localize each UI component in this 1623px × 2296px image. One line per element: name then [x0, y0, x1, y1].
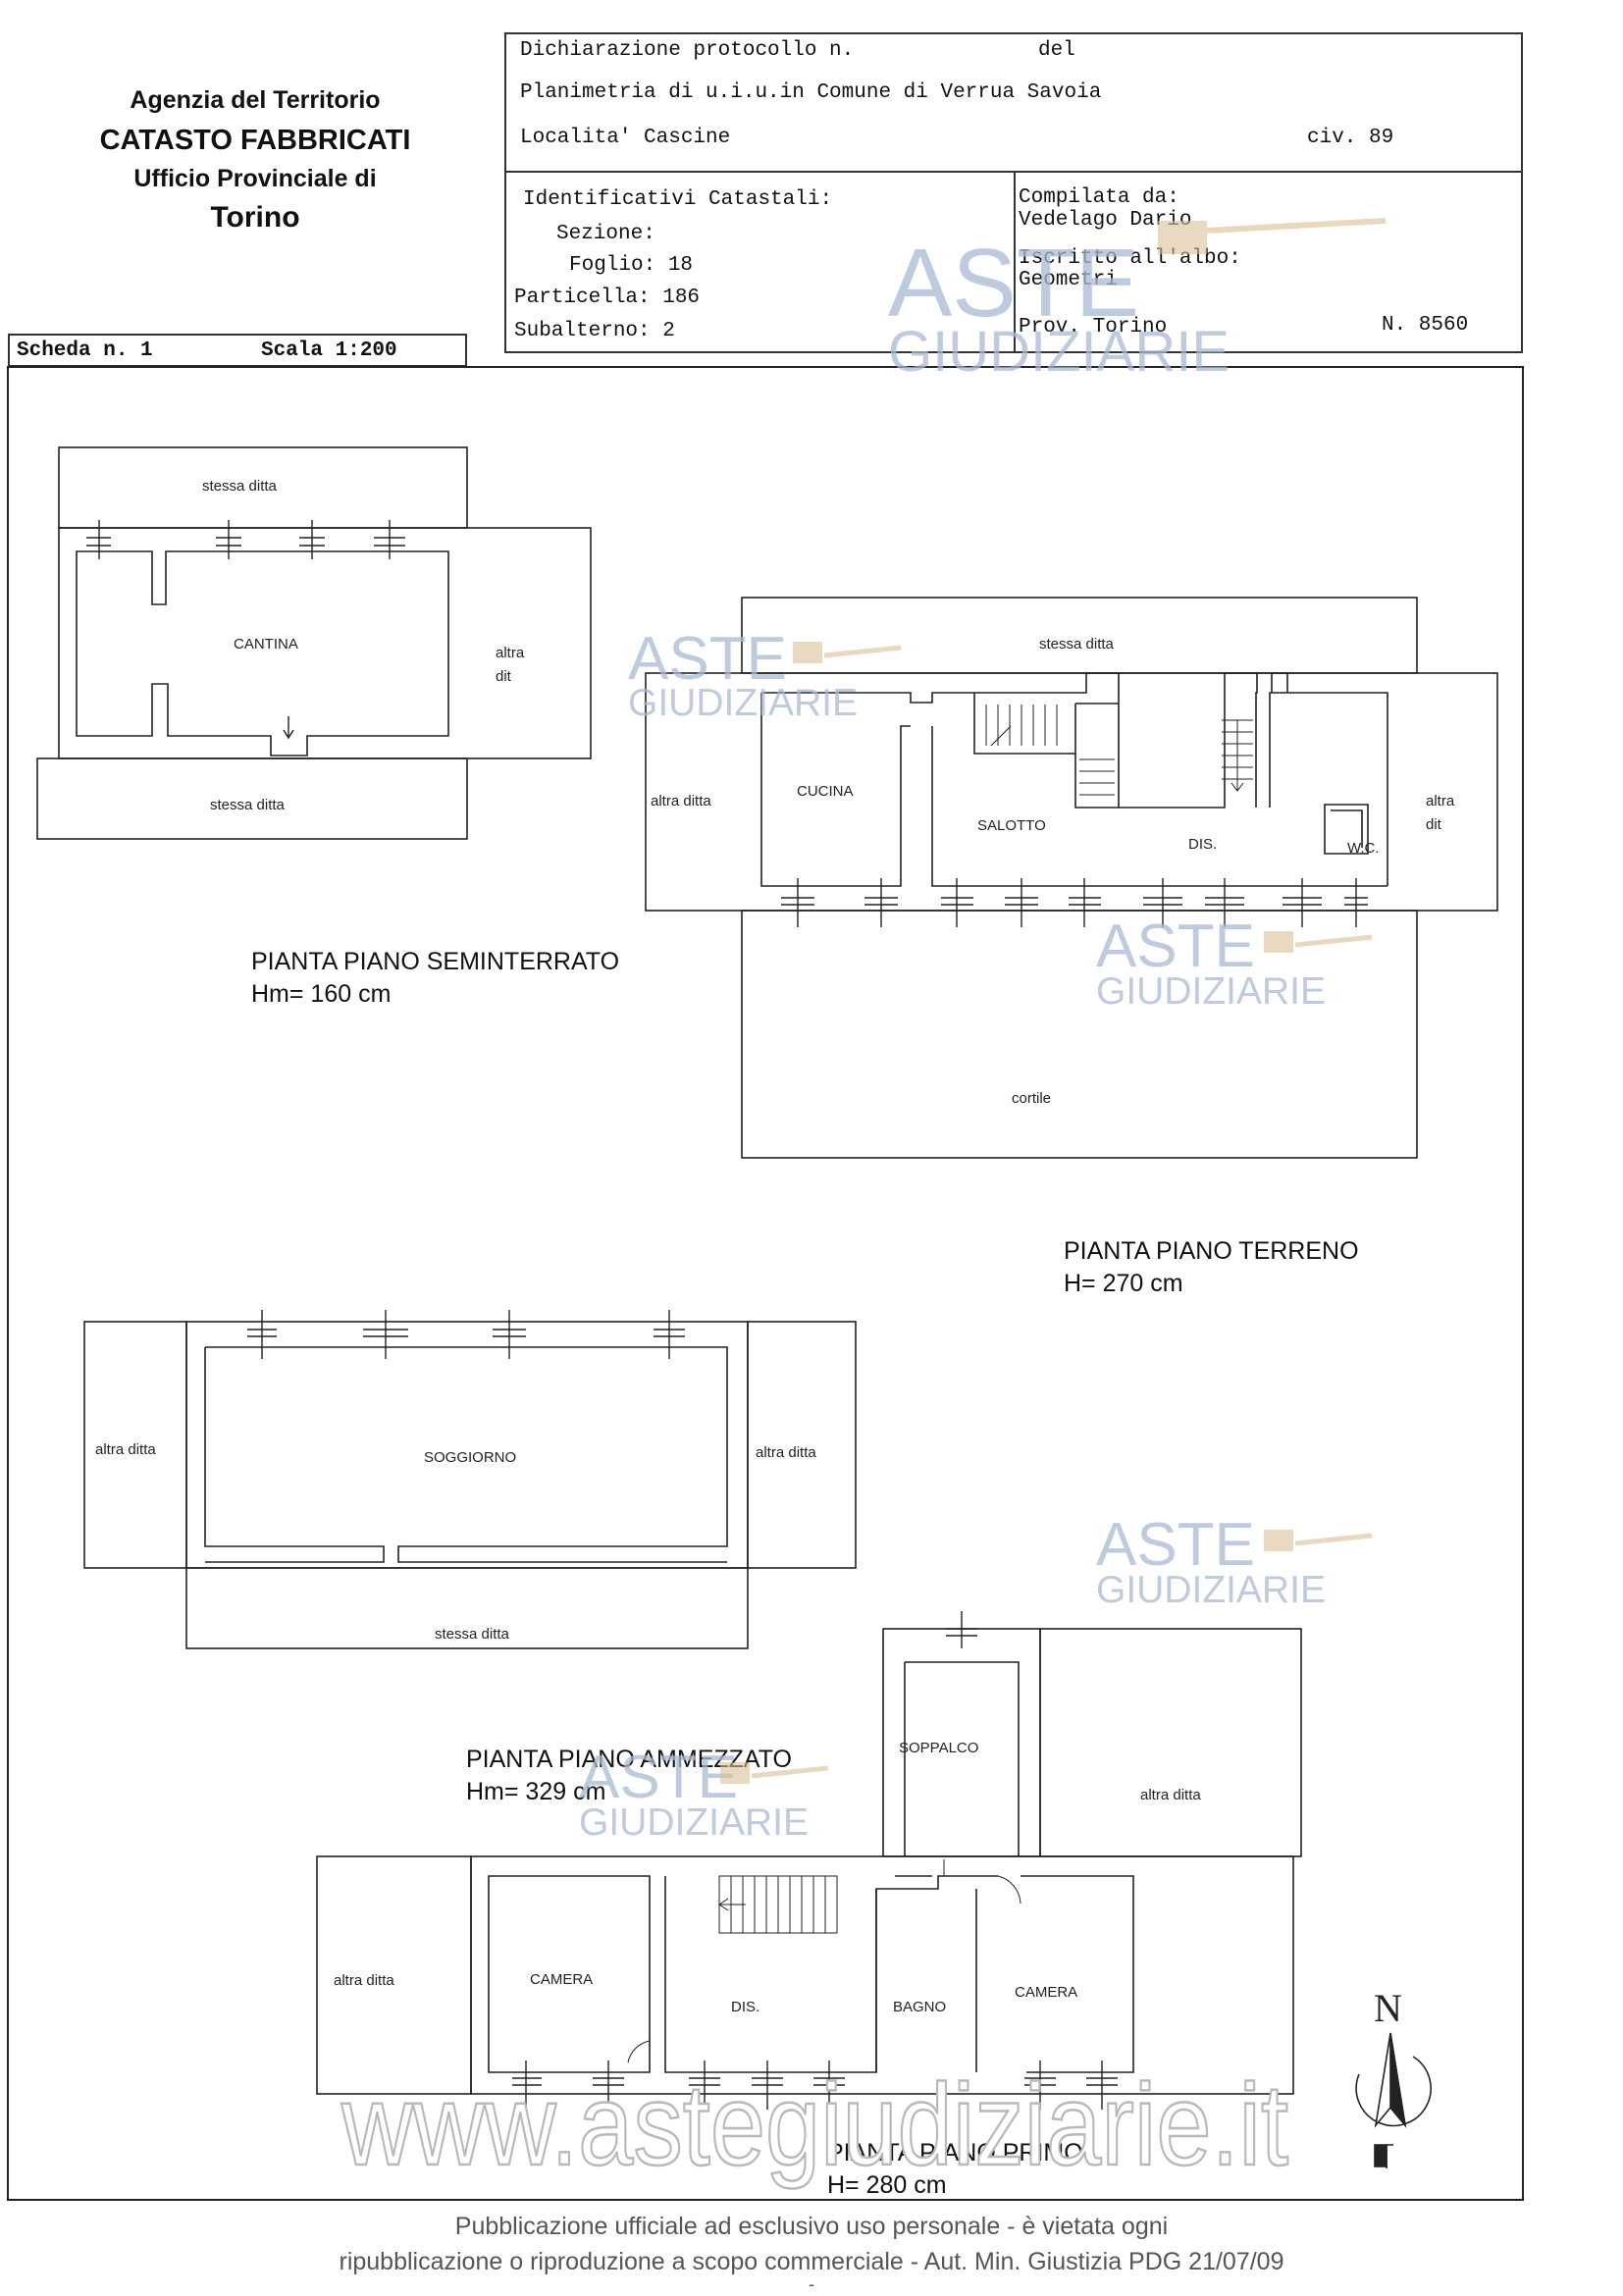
- height-terreno: H= 270 cm: [1064, 1270, 1183, 1297]
- label-camera-2: CAMERA: [1015, 1984, 1077, 2001]
- north-compass-icon: N: [1355, 1986, 1432, 2168]
- watermark-aste-3: ASTE GIUDIZIARIE: [1096, 913, 1373, 1013]
- scala-label: Scala 1:200: [261, 339, 397, 362]
- plan-seminterrato: [36, 446, 592, 840]
- label-camera-1: CAMERA: [530, 1971, 593, 1988]
- plan-primo: [316, 1611, 1302, 2110]
- svg-text:GIUDIZIARIE: GIUDIZIARIE: [579, 1801, 809, 1844]
- dichiarazione-label: Dichiarazione protocollo n.: [520, 39, 855, 62]
- sezione-label: Sezione:: [556, 223, 655, 245]
- svg-text:GIUDIZIARIE: GIUDIZIARIE: [1096, 1569, 1326, 1611]
- svg-text:GIUDIZIARIE: GIUDIZIARIE: [888, 320, 1230, 384]
- label-salotto: SALOTTO: [977, 817, 1046, 834]
- height-seminterrato: Hm= 160 cm: [251, 980, 391, 1008]
- label-soppalco: SOPPALCO: [899, 1740, 978, 1756]
- localita-label: Localita' Cascine: [520, 127, 731, 149]
- label-altra-ditta-5: altra ditta: [334, 1972, 394, 1989]
- svg-text:GIUDIZIARIE: GIUDIZIARIE: [628, 682, 858, 724]
- svg-text:ASTE: ASTE: [1096, 1511, 1255, 1579]
- catasto-title: CATASTO FABBRICATI: [99, 125, 411, 156]
- footer-dash: -: [809, 2274, 814, 2294]
- subalterno-label: Subalterno: 2: [514, 320, 675, 342]
- label-cantina: CANTINA: [234, 636, 298, 652]
- footer-line-2: ripubblicazione o riproduzione a scopo c…: [339, 2248, 1284, 2275]
- height-ammezzato: Hm= 329 cm: [466, 1778, 605, 1805]
- ufficio-city: Torino: [210, 201, 300, 234]
- label-stessa-ditta-2: stessa ditta: [210, 797, 286, 813]
- albo-value: Geometri: [1019, 269, 1118, 291]
- label-altra-1: altra: [496, 645, 525, 661]
- label-altra-ditta-2: altra ditta: [95, 1441, 156, 1458]
- foglio-label: Foglio: 18: [569, 254, 694, 277]
- sheet-border: [7, 366, 1524, 2201]
- footer-line-1: Pubblicazione ufficiale ad esclusivo uso…: [454, 2213, 1169, 2240]
- watermark-aste-5: ASTE GIUDIZIARIE: [579, 1744, 829, 1844]
- provincia-label: Prov. Torino: [1019, 316, 1168, 339]
- label-soggiorno: SOGGIORNO: [424, 1449, 516, 1466]
- title-primo: PIANTA PIANO PRIMO: [827, 2139, 1083, 2166]
- svg-text:ASTE: ASTE: [628, 625, 787, 693]
- compilata-label: Compilata da:: [1019, 186, 1179, 209]
- label-dis-1: DIS.: [1188, 836, 1217, 853]
- label-dit-2: dit: [1426, 816, 1442, 833]
- label-altra-ditta-3: altra ditta: [756, 1444, 816, 1461]
- label-bagno: BAGNO: [893, 1999, 946, 2015]
- plan-ammezzato: [83, 1310, 857, 1649]
- ufficio-label: Ufficio Provinciale di: [133, 165, 377, 192]
- height-primo: H= 280 cm: [827, 2171, 947, 2199]
- watermark-aste-4: ASTE GIUDIZIARIE: [1096, 1511, 1373, 1611]
- compiler-box: [1014, 173, 1523, 353]
- svg-text:GIUDIZIARIE: GIUDIZIARIE: [1096, 970, 1326, 1013]
- planimetria-label: Planimetria di u.i.u.in Comune di Verrua…: [520, 81, 1102, 104]
- declaration-box: [504, 32, 1523, 173]
- watermark-url: www.astegiudiziarie.it: [340, 2061, 1288, 2190]
- title-seminterrato: PIANTA PIANO SEMINTERRATO: [251, 948, 619, 975]
- label-dis-2: DIS.: [731, 1999, 759, 2015]
- agency-name: Agenzia del Territorio: [130, 86, 381, 114]
- label-cortile: cortile: [1012, 1090, 1051, 1107]
- svg-text:ASTE: ASTE: [1096, 913, 1255, 980]
- scheda-label: Scheda n. 1: [17, 339, 153, 362]
- label-stessa-ditta-3: stessa ditta: [1039, 636, 1115, 652]
- albo-number: N. 8560: [1382, 314, 1469, 337]
- label-altra-ditta-1: altra ditta: [651, 793, 711, 809]
- agency-header: Agenzia del Territorio CATASTO FABBRICAT…: [59, 86, 451, 235]
- label-altra-2: altra: [1426, 793, 1455, 809]
- civico-label: civ. 89: [1307, 127, 1394, 149]
- label-stessa-ditta-4: stessa ditta: [435, 1626, 510, 1643]
- label-cucina: CUCINA: [797, 783, 854, 800]
- particella-label: Particella: 186: [514, 287, 701, 309]
- label-altra-ditta-4: altra ditta: [1140, 1787, 1201, 1803]
- identificativi-label: Identificativi Catastali:: [523, 188, 833, 211]
- watermark-aste-2: ASTE GIUDIZIARIE: [628, 625, 902, 724]
- compilatore-name: Vedelago Dario: [1019, 209, 1192, 232]
- compass-n-label: N: [1374, 1986, 1402, 2030]
- title-terreno: PIANTA PIANO TERRENO: [1064, 1237, 1359, 1265]
- del-label: del: [1038, 39, 1075, 62]
- plan-terreno: [645, 597, 1498, 1159]
- label-wc: W.C.: [1347, 840, 1380, 857]
- watermark-aste-1: ASTE GIUDIZIARIE: [888, 218, 1387, 384]
- svg-text:ASTE: ASTE: [579, 1744, 738, 1811]
- label-stessa-ditta-1: stessa ditta: [202, 478, 278, 495]
- svg-text:ASTE: ASTE: [888, 229, 1139, 337]
- label-dit-1: dit: [496, 668, 512, 685]
